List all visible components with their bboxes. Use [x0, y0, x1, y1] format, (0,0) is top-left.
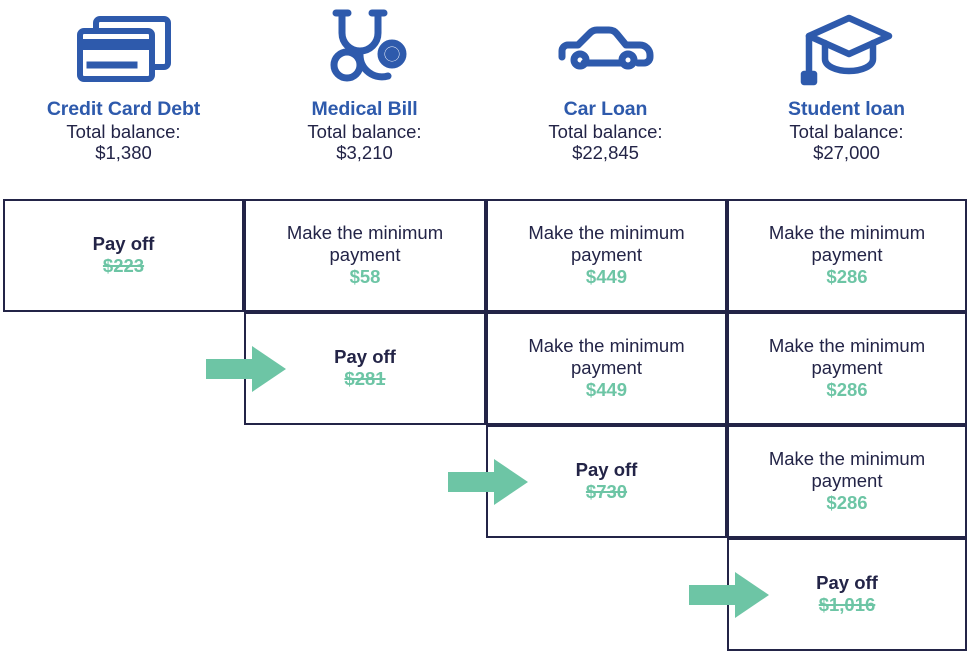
credit-cards-icon [72, 0, 176, 98]
rollover-arrow-icon [206, 345, 286, 392]
cell-action-label: Pay off [92, 233, 155, 255]
cell-action-label: Pay off [816, 572, 878, 594]
rollover-arrow-icon [448, 458, 528, 505]
stethoscope-icon [322, 0, 408, 98]
cell-action-label: Pay off [575, 459, 638, 481]
cell-amount: $449 [585, 379, 628, 401]
cell-amount: $449 [585, 266, 628, 288]
car-icon [556, 0, 656, 98]
debt-name: Medical Bill [311, 98, 418, 120]
cell-amount: $58 [349, 266, 381, 288]
pay-off-cell: Pay off$223 [3, 199, 244, 312]
rollover-arrow-icon [689, 571, 769, 618]
debt-name: Student loan [788, 98, 905, 120]
cell-amount: $281 [344, 368, 386, 390]
minimum-payment-cell: Make the minimum payment$286 [727, 199, 967, 312]
pay-off-cell: Pay off$281 [244, 312, 486, 425]
debt-balance-label: Total balance: [307, 120, 422, 142]
cell-action-label: Make the minimum payment [286, 222, 444, 266]
minimum-payment-cell: Make the minimum payment$286 [727, 425, 967, 538]
cell-action-label: Make the minimum payment [528, 222, 685, 266]
cell-action-label: Make the minimum payment [768, 335, 926, 379]
cell-action-label: Pay off [334, 346, 396, 368]
debt-balance-value: $3,210 [336, 142, 393, 164]
debt-name: Credit Card Debt [46, 98, 201, 120]
minimum-payment-cell: Make the minimum payment$449 [486, 312, 727, 425]
cell-amount: $286 [826, 266, 868, 288]
debt-balance-value: $22,845 [572, 142, 639, 164]
cell-amount: $1,016 [818, 594, 876, 616]
cell-action-label: Make the minimum payment [528, 335, 685, 379]
cell-amount: $286 [826, 492, 868, 514]
minimum-payment-cell: Make the minimum payment$449 [486, 199, 727, 312]
cell-amount: $223 [102, 255, 145, 277]
debt-balance-label: Total balance: [66, 120, 181, 142]
cell-action-label: Make the minimum payment [768, 448, 926, 492]
debt-balance-label: Total balance: [548, 120, 663, 142]
minimum-payment-cell: Make the minimum payment$286 [727, 312, 967, 425]
debt-name: Car Loan [563, 98, 648, 120]
cell-action-label: Make the minimum payment [768, 222, 926, 266]
graduation-cap-icon [799, 0, 895, 98]
debt-balance-label: Total balance: [789, 120, 904, 142]
cell-amount: $286 [826, 379, 868, 401]
debt-balance-value: $1,380 [95, 142, 152, 164]
cell-amount: $730 [585, 481, 628, 503]
debt-balance-value: $27,000 [813, 142, 880, 164]
minimum-payment-cell: Make the minimum payment$58 [244, 199, 486, 312]
